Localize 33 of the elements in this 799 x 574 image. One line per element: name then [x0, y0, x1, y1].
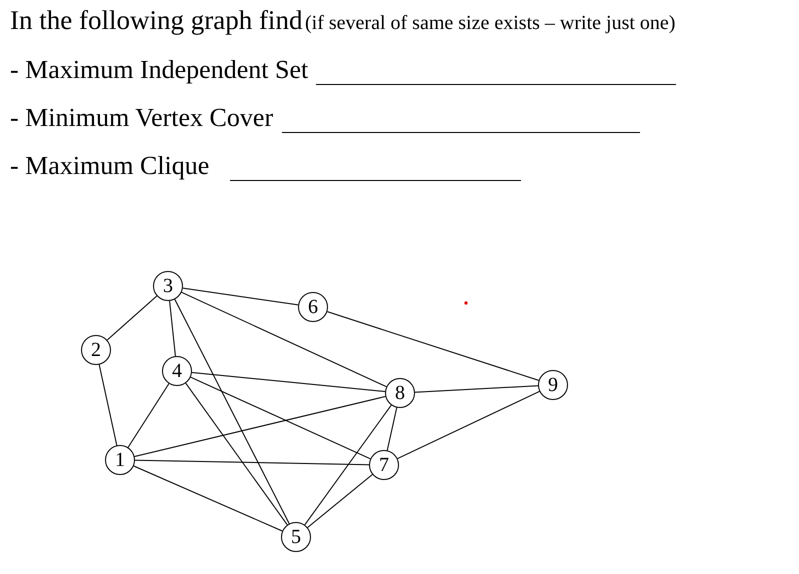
graph-edge — [414, 385, 539, 393]
question-text: - Maximum Independent Set — [10, 56, 308, 85]
vertex-circle: 5 — [281, 522, 311, 552]
graph-edge — [190, 376, 371, 460]
graph-edge — [386, 407, 398, 451]
vertex-circle: 1 — [105, 445, 135, 475]
graph-edge — [307, 474, 373, 528]
vertex-circle: 9 — [538, 370, 568, 400]
graph-edge — [191, 372, 386, 392]
vertex-circle: 7 — [369, 450, 399, 480]
graph-edge — [304, 404, 392, 526]
graph-edge — [185, 382, 288, 526]
graph-edge — [326, 311, 540, 381]
graph-edge — [169, 300, 176, 357]
graph-edge — [134, 460, 370, 466]
vertex-circle: 3 — [153, 271, 183, 301]
graph-edge — [134, 396, 386, 457]
graph-edge — [106, 295, 158, 341]
vertex-circle: 4 — [162, 356, 192, 386]
graph-edge — [174, 298, 290, 524]
question-text: - Minimum Vertex Cover — [10, 104, 274, 133]
graph-edge — [133, 466, 283, 532]
vertex-circle: 6 — [298, 292, 328, 322]
vertex-circle: 8 — [385, 378, 415, 408]
graph-edge — [181, 292, 387, 388]
graph-edge — [128, 383, 170, 448]
vertex-circle: 2 — [81, 335, 111, 365]
graph-edge — [397, 390, 540, 460]
graph-edge — [182, 288, 299, 306]
title: In the following graph find — [10, 6, 302, 36]
graph-edge — [98, 364, 118, 446]
note: (if several of same size exists – write just one) — [305, 12, 676, 34]
question-text: - Maximum Clique — [10, 152, 210, 181]
